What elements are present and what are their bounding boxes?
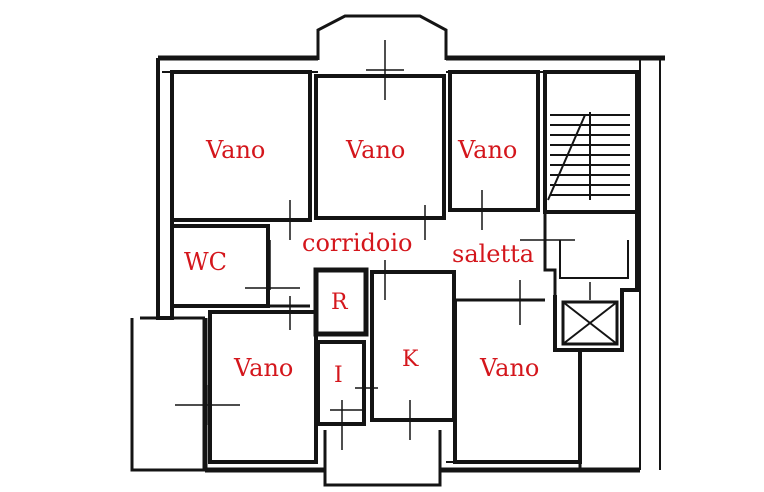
label-saletta: saletta — [452, 240, 534, 268]
room-r — [313, 267, 369, 337]
room-vano-3 — [448, 70, 540, 212]
room-vano-2 — [314, 74, 446, 220]
room-wc — [170, 224, 270, 308]
label-vano-4: Vano — [233, 354, 293, 382]
label-vano-5: Vano — [479, 354, 539, 382]
label-corridoio: corridoio — [302, 229, 412, 257]
label-vano-3: Vano — [457, 136, 517, 164]
label-vano-1: Vano — [205, 136, 265, 164]
door-marks — [175, 40, 591, 450]
walls — [130, 14, 665, 487]
room-vano-1 — [170, 70, 312, 222]
room-vano-4 — [208, 310, 318, 464]
label-wc: WC — [184, 248, 227, 276]
label-vano-2: Vano — [345, 136, 405, 164]
label-r: R — [331, 290, 349, 315]
lift-shaft — [561, 300, 619, 346]
bay-window — [316, 14, 448, 60]
label-k: K — [402, 347, 419, 372]
room-labels: Vano Vano Vano WC corridoio saletta R I … — [184, 136, 539, 388]
label-i: I — [334, 363, 343, 388]
stair-treads — [547, 112, 630, 201]
